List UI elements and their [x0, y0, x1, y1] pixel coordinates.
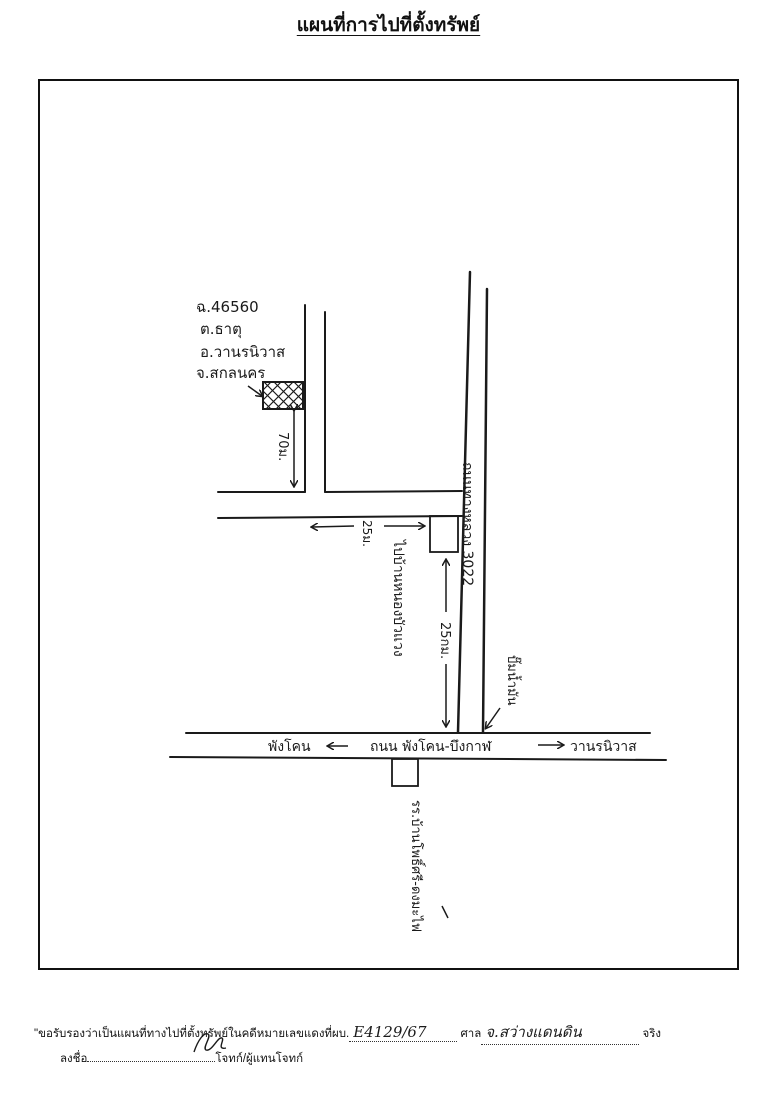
- road-side-soi: [217, 304, 463, 519]
- label-main-road: ถนน พังโคน-บึงกาฬ: [370, 738, 492, 755]
- dimension-25m: [312, 526, 424, 527]
- page-title: แผนที่การไปที่ตั้งทรัพย์: [296, 14, 481, 36]
- map-frame: [38, 79, 739, 970]
- certification-line: "ขอรับรองว่าเป็นแผนที่ทางไปที่ตั้งทรัพย์…: [34, 1020, 661, 1045]
- signature-line: ลงชื่อ โจทก์/ผู้แทนโจทก์: [60, 1048, 303, 1068]
- property-label-tambon: ต.ธาตุ: [200, 320, 242, 339]
- sign-role: โจทก์/ผู้แทนโจทก์: [215, 1053, 304, 1065]
- label-70m: 70ม.: [275, 432, 290, 461]
- certify-suffix: จริง: [642, 1028, 661, 1040]
- label-branch-road: ไปบ้านหนองบัวแวง: [390, 539, 407, 657]
- school-pointer: [441, 905, 449, 919]
- property-label-amphoe: อ.วานรนิวาส: [200, 343, 285, 361]
- sign-label: ลงชื่อ: [60, 1053, 88, 1065]
- label-phangkhon: พังโคน: [268, 738, 311, 755]
- label-school: รร.บ้านโพธิ์ศรี-ดงมะไฟ: [408, 800, 426, 932]
- branch-junction-box: [429, 515, 459, 553]
- label-wanonniwat: วานรนิวาส: [570, 739, 637, 755]
- certify-prefix: "ขอรับรองว่าเป็นแผนที่ทางไปที่ตั้งทรัพย์…: [34, 1028, 350, 1040]
- signature-scribble: [193, 1033, 227, 1053]
- label-25km: 25กม.: [437, 622, 452, 659]
- label-25m: 25ม.: [360, 520, 374, 547]
- property-label-province: จ.สกลนคร: [196, 364, 265, 382]
- court-label: ศาล: [460, 1028, 482, 1040]
- road-highway-3022: [456, 270, 489, 734]
- case-number-field[interactable]: E4129/67: [349, 1023, 458, 1042]
- label-gas-station: ปั๊มน้ำมัน: [504, 655, 522, 706]
- signature-field[interactable]: [87, 1048, 216, 1062]
- school-box: [391, 758, 419, 787]
- label-highway-3022: ถนนทางหลวง 3022: [459, 462, 475, 586]
- court-name-field[interactable]: จ.สว่างแดนดิน: [481, 1020, 640, 1045]
- property-label-block: ฉ.46560 ต.ธาตุ อ.วานรนิวาส จ.สกลนคร: [196, 298, 285, 382]
- gas-station-pointer: [486, 707, 501, 728]
- property-plot: [262, 381, 304, 410]
- property-label-deed: ฉ.46560: [196, 298, 259, 316]
- property-pointer-arrow: [247, 385, 262, 396]
